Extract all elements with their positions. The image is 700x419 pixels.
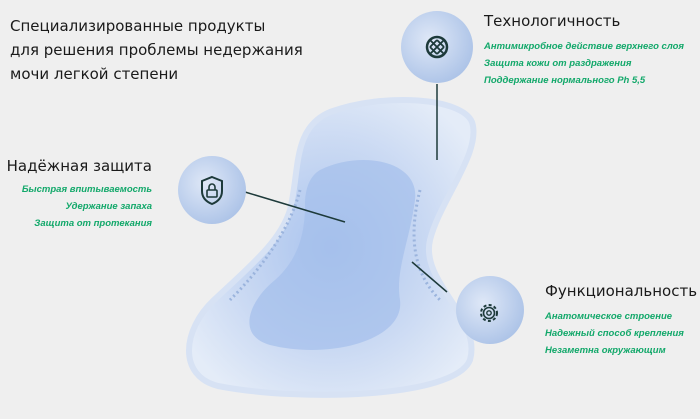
intro-text: Специализированные продукты для решения … — [10, 14, 303, 86]
shield-lock-icon — [178, 156, 246, 224]
protection-title: Надёжная защита — [6, 157, 152, 175]
technology-list: Антимикробное действие верхнего слоя Защ… — [484, 38, 684, 89]
technology-item: Антимикробное действие верхнего слоя — [484, 41, 684, 52]
technology-item: Защита кожи от раздражения — [484, 58, 632, 69]
technology-title: Технологичность — [484, 12, 621, 30]
functionality-item: Надежный способ крепления — [545, 328, 684, 339]
functionality-item: Анатомическое строение — [545, 311, 673, 322]
technology-item: Поддержание нормального Ph 5,5 — [484, 75, 646, 86]
functionality-item: Незаметна окружающим — [545, 345, 666, 356]
elastic-edge — [228, 189, 442, 302]
intro-line: Специализированные продукты — [10, 17, 266, 35]
gear-icon — [456, 276, 524, 344]
connector-line — [411, 261, 448, 293]
protection-item: Удержание запаха — [65, 201, 152, 212]
functionality-list: Анатомическое строение Надежный способ к… — [545, 308, 684, 359]
intro-line: для решения проблемы недержания — [10, 41, 303, 59]
intro-line: мочи легкой степени — [10, 65, 179, 83]
functionality-title: Функциональность — [545, 282, 698, 300]
protection-item: Защита от протекания — [34, 218, 152, 229]
pad-core — [249, 160, 416, 350]
connector-line — [244, 191, 346, 223]
protection-item: Быстрая впитываемость — [21, 184, 152, 195]
protection-list: Быстрая впитываемость Удержание запаха З… — [22, 181, 152, 232]
mesh-globe-icon — [401, 11, 473, 83]
